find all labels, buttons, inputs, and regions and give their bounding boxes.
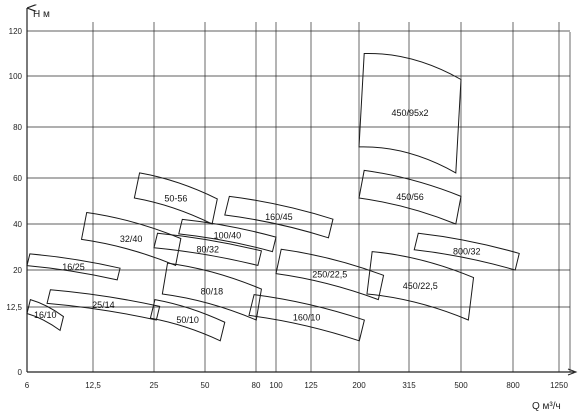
region-label-80-32: 80/32 [196,244,219,254]
x-tick-label: 1250 [550,381,568,390]
region-label-80-18: 80/18 [201,287,224,297]
region-label-32-40: 32/40 [120,234,143,244]
region-label-450-95x2: 450/95x2 [391,108,428,118]
region-label-160-45: 160/45 [265,212,293,222]
x-tick-label: 100 [269,381,283,390]
region-label-16-25: 16/25 [62,262,85,272]
region-32-40 [80,211,182,267]
x-tick-label: 500 [454,381,468,390]
region-160-10 [248,294,365,342]
x-tick-label: 200 [352,381,366,390]
y-tick-label: 20 [13,266,22,275]
y-tick-label: 40 [13,220,22,229]
region-800-32 [413,232,520,271]
x-tick-label: 125 [304,381,318,390]
operating-regions: 16/10 16/25 25/14 32/40 50-56 50/10 80/18 80/32… [26,52,520,342]
x-axis-label: Q м³/ч [532,401,561,412]
y-tick-label: 80 [13,123,22,132]
region-label-250-22-5: 250/22,5 [312,269,347,279]
x-tick-label: 25 [150,381,159,390]
region-450-56 [358,169,462,225]
region-label-800-32: 800/32 [453,247,481,257]
region-80-32 [153,232,263,267]
region-label-50-10: 50/10 [176,315,199,325]
y-tick-label: 12,5 [6,303,22,312]
region-16-10 [26,298,65,332]
y-tick-label: 120 [9,27,23,36]
region-25-14 [46,289,161,321]
region-label-450-22-5: 450/22,5 [403,281,438,291]
axes [26,8,578,376]
region-450-22-5 [366,251,475,321]
x-tick-label: 6 [25,381,30,390]
grid [27,22,571,372]
region-250-22-5 [275,248,385,301]
region-160-45 [224,195,334,239]
x-tick-label: 12,5 [85,381,101,390]
region-100-40 [178,218,277,253]
x-tick-label: 800 [506,381,520,390]
x-tick-label: 50 [201,381,210,390]
y-axis-label: Н м [33,9,50,20]
region-label-50-56: 50-56 [164,193,187,203]
tick-labels: 6 12,5 25 50 80 100 125 200 315 500 800 1250 0 12,5 20… [6,27,568,390]
y-tick-label: 60 [13,174,22,183]
region-80-18 [161,262,262,321]
region-50-56 [133,172,218,225]
y-tick-label: 0 [18,368,23,377]
x-axis-arrow [567,368,578,376]
region-label-160-10: 160/10 [293,313,321,323]
y-tick-label: 100 [9,72,23,81]
x-tick-label: 315 [402,381,416,390]
region-50-10 [149,299,226,342]
region-label-100-40: 100/40 [214,231,242,241]
region-label-25-14: 25/14 [92,300,115,310]
region-16-25 [26,253,121,281]
x-tick-label: 80 [252,381,261,390]
region-label-450-56: 450/56 [396,192,424,202]
region-label-16-10: 16/10 [34,310,57,320]
region-450-95x2 [358,52,462,174]
